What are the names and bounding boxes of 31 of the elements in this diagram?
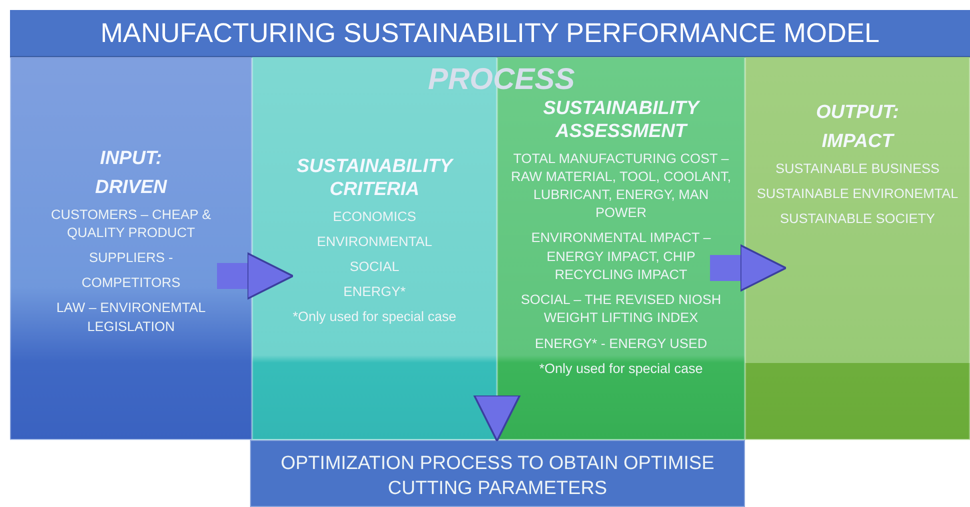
item-text: TOTAL MANUFACTURING COST – RAW MATERIAL, TOOL, COOLANT, LUBRICANT, ENERGY, MAN POWER — [510, 150, 732, 222]
title-banner: MANUFACTURING SUSTAINABILITY PERFORMANCE MODEL — [10, 10, 970, 57]
column-panel — [10, 57, 252, 440]
item-text: SUSTAINABLE SOCIETY — [780, 210, 936, 228]
column-heading: SUSTAINABILITY ASSESSMENT — [542, 98, 701, 144]
item-text: ENERGY* — [343, 283, 406, 302]
item-text: SOCIAL — [350, 258, 400, 276]
item-text: ENVIRONMENTAL IMPACT – ENERGY IMPACT, CHIP RECYCLING IMPACT — [530, 229, 712, 284]
column-heading: SUSTAINABILITY CRITERIA — [296, 156, 454, 202]
item-text: CUSTOMERS – CHEAP & QUALITY PRODUCT — [50, 206, 212, 242]
item-text: ECONOMICS — [332, 208, 416, 226]
item-text: SUPPLIERS - — [88, 249, 174, 268]
item-text: OPTIMIZATION PROCESS TO OBTAIN OPTIMISE CUTTING PARAMETERS — [280, 452, 716, 501]
item-text: *Only used for special case — [539, 360, 703, 378]
item-text: SUSTAINABLE ENVIRONEMTAL — [756, 184, 958, 203]
item-text: SUSTAINABLE BUSINESS — [775, 160, 940, 178]
block-arrow — [217, 252, 294, 300]
item-text: ENERGY* - ENERGY USED — [534, 334, 708, 353]
column-heading: OUTPUT: — [816, 102, 900, 125]
column-panel — [745, 57, 970, 440]
column-heading: IMPACT — [822, 130, 894, 154]
process-box — [250, 440, 745, 507]
column-heading: INPUT: — [100, 148, 162, 171]
item-text: COMPETITORS — [82, 274, 180, 292]
item-text: *Only used for special case — [292, 308, 456, 326]
item-text: ENVIRONMENTAL — [316, 232, 432, 251]
block-arrow — [710, 244, 787, 292]
block-arrow — [473, 394, 521, 442]
item-text: SOCIAL – THE REVISED NIOSH WEIGHT LIFTING INDEX — [520, 291, 722, 328]
column-heading: DRIVEN — [95, 176, 167, 200]
item-text: LAW – ENVIRONEMTAL LEGISLATION — [55, 299, 207, 336]
